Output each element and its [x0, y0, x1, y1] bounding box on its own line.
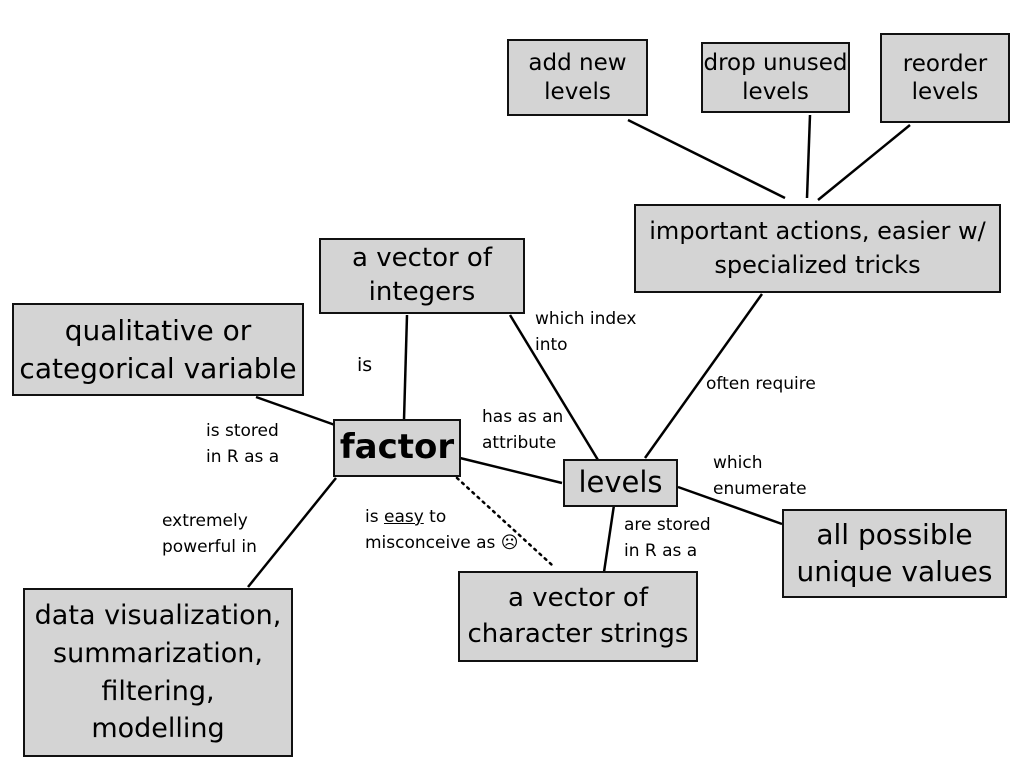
edge-levels-to-important-actions	[643, 293, 764, 459]
node-qualitative-variable: qualitative or categorical variable	[12, 303, 304, 396]
node-text-line: categorical variable	[19, 351, 297, 385]
node-text-line: character strings	[467, 618, 689, 649]
edge-levels-to-vector-of-character-strings	[602, 504, 616, 573]
node-data-visualization: data visualization, summarization, filte…	[23, 588, 293, 757]
node-text-line: factor	[339, 427, 455, 468]
edge-label-easy-to-misconceive: is easy to misconceive as ☹	[365, 505, 519, 556]
edge-label-text: attribute	[482, 432, 557, 453]
node-text-line: levels	[742, 78, 809, 105]
node-text-line: summarization,	[53, 637, 263, 669]
edge-label-is: is	[357, 351, 372, 380]
node-text-line: a vector of	[508, 583, 648, 614]
node-text-line: filtering,	[101, 675, 215, 707]
edge-label-has-as-an-attribute: has as an attribute	[482, 405, 563, 456]
node-reorder-levels: reorder levels	[880, 33, 1010, 123]
edge-label-text: in R as a	[206, 446, 280, 467]
edge-label-text: which	[713, 453, 763, 473]
edge-label-is-stored-in-r-as-a: is stored in R as a	[206, 419, 279, 470]
edge-label-text: misconceive as ☹	[365, 532, 519, 553]
edge-label-often-require: often require	[706, 372, 816, 398]
edge-factor-to-data-visualization	[247, 477, 337, 588]
node-text-line: a vector of	[352, 243, 492, 274]
node-important-actions: important actions, easier w/ specialized…	[634, 204, 1001, 293]
edge-label-emphasis: easy	[383, 507, 424, 527]
edge-label-text: powerful in	[162, 536, 257, 557]
node-factor: factor	[333, 419, 461, 477]
edge-factor-to-levels	[459, 456, 563, 485]
edge-levels-to-vector-of-integers	[508, 314, 600, 461]
edge-label-text: to	[423, 507, 447, 527]
node-text-line: add new	[528, 50, 627, 77]
node-text-line: unique values	[796, 554, 993, 588]
edge-label-are-stored-in-r-as-a: are stored in R as a	[624, 513, 711, 564]
edge-label-line-1: is easy to	[365, 505, 519, 531]
edge-label-text: has as an	[482, 407, 564, 427]
node-drop-unused-levels: drop unused levels	[701, 42, 850, 113]
node-text-line: reorder	[902, 50, 988, 77]
edge-label-text: is	[365, 507, 384, 527]
edge-label-text: is	[357, 354, 373, 376]
node-text-line: drop unused	[703, 50, 848, 77]
edge-label-text: in R as a	[624, 540, 698, 561]
edge-label-text: is stored	[206, 421, 279, 441]
node-text-line: specialized tricks	[714, 250, 921, 279]
node-all-possible-unique-values: all possible unique values	[782, 509, 1007, 598]
node-vector-of-character-strings: a vector of character strings	[458, 571, 698, 662]
edge-important-actions-to-reorder-levels	[817, 124, 911, 201]
edge-label-text: into	[535, 334, 568, 355]
edge-label-text: are stored	[624, 515, 711, 535]
edge-important-actions-to-drop-unused-levels	[805, 114, 812, 199]
edge-label-text: often require	[706, 374, 816, 394]
edge-label-which-index-into: which index into	[535, 307, 636, 358]
node-text-line: all possible	[816, 518, 973, 552]
edge-label-extremely-powerful-in: extremely powerful in	[162, 509, 257, 560]
node-text-line: levels	[911, 79, 979, 105]
node-levels: levels	[563, 459, 678, 507]
edge-factor-to-vector-of-character-strings-dotted	[455, 476, 554, 567]
node-text-line: integers	[368, 277, 476, 307]
node-vector-of-integers: a vector of integers	[319, 238, 525, 314]
edge-levels-to-all-possible-unique-values	[677, 485, 783, 526]
edge-label-text: which index	[535, 309, 637, 329]
edge-factor-to-qualitative-variable	[255, 395, 336, 427]
edge-factor-to-vector-of-integers	[402, 314, 409, 421]
node-text-line: modelling	[91, 713, 225, 745]
node-text-line: levels	[544, 78, 611, 105]
edge-label-which-enumerate: which enumerate	[713, 451, 807, 502]
edge-label-text: enumerate	[713, 478, 807, 499]
edge-label-text: extremely	[162, 511, 248, 531]
node-text-line: data visualization,	[34, 599, 282, 631]
node-text-line: important actions, easier w/	[649, 216, 986, 245]
edge-important-actions-to-add-new-levels	[627, 118, 786, 200]
node-add-new-levels: add new levels	[507, 39, 648, 116]
node-text-line: levels	[578, 465, 663, 500]
node-text-line: qualitative or	[64, 313, 252, 347]
